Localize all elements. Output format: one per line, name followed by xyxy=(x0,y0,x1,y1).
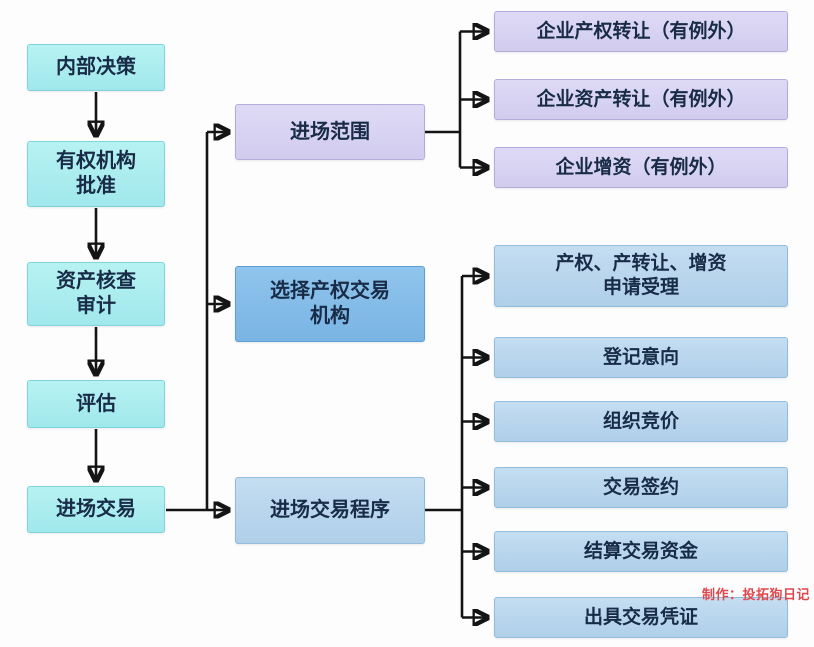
node-sign-contract: 交易签约 xyxy=(494,467,788,508)
node-capital-increase: 企业增资（有例外） xyxy=(494,147,788,188)
node-asset-audit: 资产核查 审计 xyxy=(27,262,165,326)
watermark-credit: 制作：投拓狗日记 xyxy=(701,587,810,602)
node-settle-funds: 结算交易资金 xyxy=(494,531,788,572)
node-application-acceptance: 产权、产转让、增资 申请受理 xyxy=(494,245,788,307)
node-organize-bidding: 组织竞价 xyxy=(494,401,788,442)
node-authority-approval: 有权机构 批准 xyxy=(27,141,165,207)
node-entry-scope: 进场范围 xyxy=(235,104,425,160)
node-internal-decision: 内部决策 xyxy=(27,44,165,91)
node-market-entry-trade: 进场交易 xyxy=(27,486,165,533)
node-choose-exchange-institution: 选择产权交易 机构 xyxy=(235,266,425,342)
node-issue-voucher: 出具交易凭证 xyxy=(494,597,788,638)
node-evaluation: 评估 xyxy=(27,380,165,428)
node-entry-trade-procedure: 进场交易程序 xyxy=(235,477,425,544)
node-equity-transfer: 企业产权转让（有例外） xyxy=(494,11,788,52)
node-register-intent: 登记意向 xyxy=(494,337,788,378)
node-asset-transfer: 企业资产转让（有例外） xyxy=(494,79,788,120)
